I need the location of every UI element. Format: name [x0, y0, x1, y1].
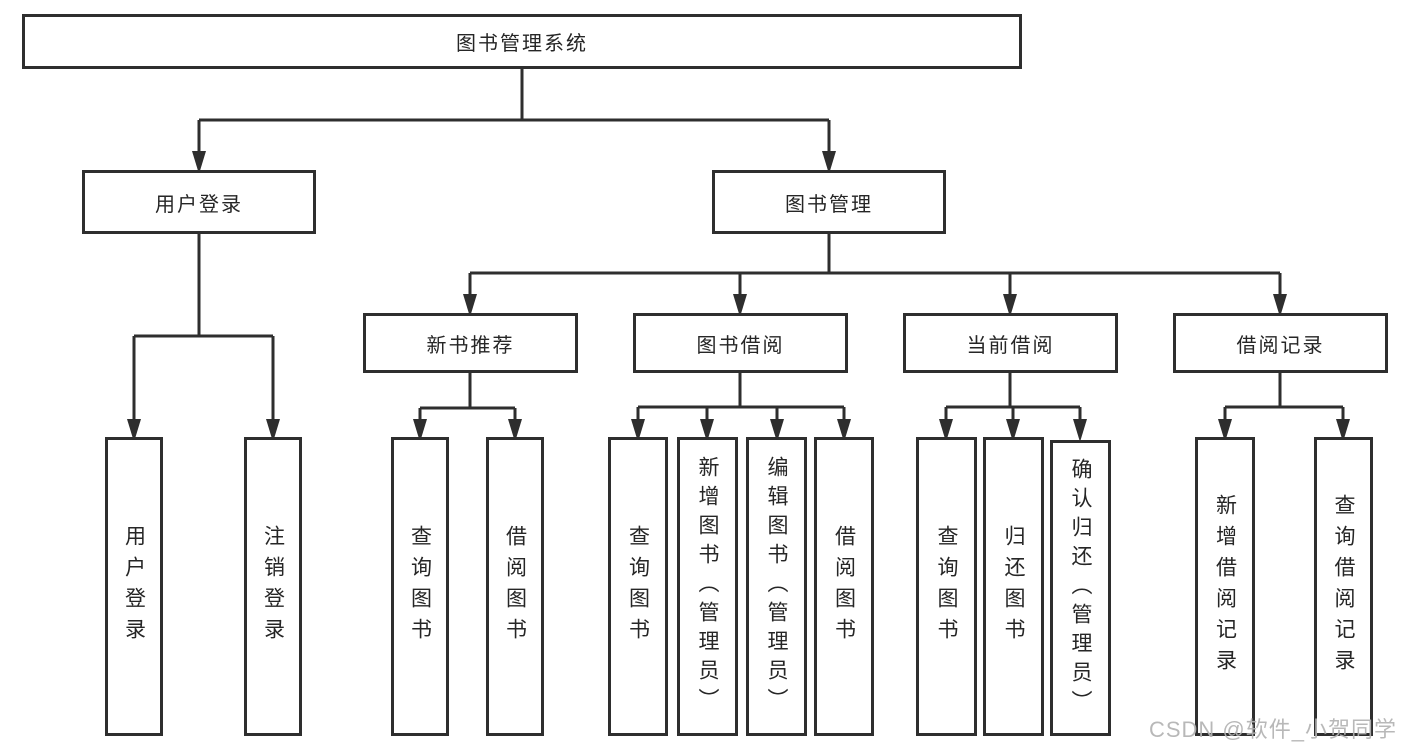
leaf-edit-books-admin: 编辑图书（管理员）: [746, 437, 807, 736]
connector-mgmt-to-level3: [468, 234, 1282, 298]
leaf-query-books-current: 查询图书: [916, 437, 977, 736]
leaf-borrow-books-recommend: 借阅图书: [486, 437, 544, 736]
node-user-login-label: 用户登录: [155, 193, 243, 216]
leaf-return-books-label: 归还图书: [1002, 524, 1026, 649]
leaf-query-borrow-record-label: 查询借阅记录: [1332, 493, 1356, 680]
node-user-login: 用户登录: [82, 170, 316, 234]
leaf-user-login-label: 用户登录: [122, 524, 146, 649]
connector-newbooks-to-leaves: [418, 373, 517, 423]
leaf-add-borrow-record: 新增借阅记录: [1195, 437, 1255, 736]
connector-records-to-leaves: [1223, 373, 1345, 423]
leaf-add-books-admin-label: 新增图书（管理员）: [696, 456, 720, 717]
node-book-borrow: 图书借阅: [633, 313, 848, 373]
node-borrow-records-label: 借阅记录: [1236, 334, 1325, 357]
leaf-borrow-books-label: 借阅图书: [832, 524, 856, 649]
leaf-edit-books-admin-label: 编辑图书（管理员）: [765, 456, 789, 717]
node-borrow-records: 借阅记录: [1173, 313, 1388, 373]
leaf-add-books-admin: 新增图书（管理员）: [677, 437, 738, 736]
node-new-book-recommend: 新书推荐: [363, 313, 578, 373]
node-library-system: 图书管理系统: [22, 14, 1022, 69]
csdn-watermark: CSDN @软件_小贺同学: [1148, 717, 1397, 742]
leaf-query-books-borrow: 查询图书: [608, 437, 668, 736]
connector-current-to-leaves: [944, 373, 1082, 423]
leaf-confirm-return-admin-label: 确认归还（管理员）: [1069, 457, 1093, 719]
connector-login-to-leaves: [132, 234, 275, 423]
leaf-user-login: 用户登录: [105, 437, 163, 736]
leaf-borrow-books: 借阅图书: [814, 437, 874, 736]
leaf-query-borrow-record: 查询借阅记录: [1314, 437, 1373, 736]
node-book-management: 图书管理: [712, 170, 946, 234]
leaf-logout-label: 注销登录: [261, 524, 285, 649]
node-book-borrow-label: 图书借阅: [696, 334, 785, 357]
leaf-query-books-current-label: 查询图书: [935, 524, 959, 649]
leaf-query-books-recommend-label: 查询图书: [408, 524, 432, 649]
node-library-system-label: 图书管理系统: [456, 33, 588, 55]
leaf-confirm-return-admin: 确认归还（管理员）: [1050, 440, 1111, 736]
node-new-book-recommend-label: 新书推荐: [426, 334, 515, 357]
node-current-borrow-label: 当前借阅: [966, 334, 1055, 357]
leaf-borrow-books-recommend-label: 借阅图书: [503, 524, 527, 649]
connector-root-to-level2: [197, 69, 831, 155]
leaf-query-books-recommend: 查询图书: [391, 437, 449, 736]
leaf-query-books-borrow-label: 查询图书: [626, 524, 650, 649]
leaf-return-books: 归还图书: [983, 437, 1044, 736]
node-book-management-label: 图书管理: [785, 193, 873, 216]
node-current-borrow: 当前借阅: [903, 313, 1118, 373]
leaf-logout: 注销登录: [244, 437, 302, 736]
leaf-add-borrow-record-label: 新增借阅记录: [1213, 493, 1237, 680]
connector-borrow-to-leaves: [636, 373, 846, 423]
